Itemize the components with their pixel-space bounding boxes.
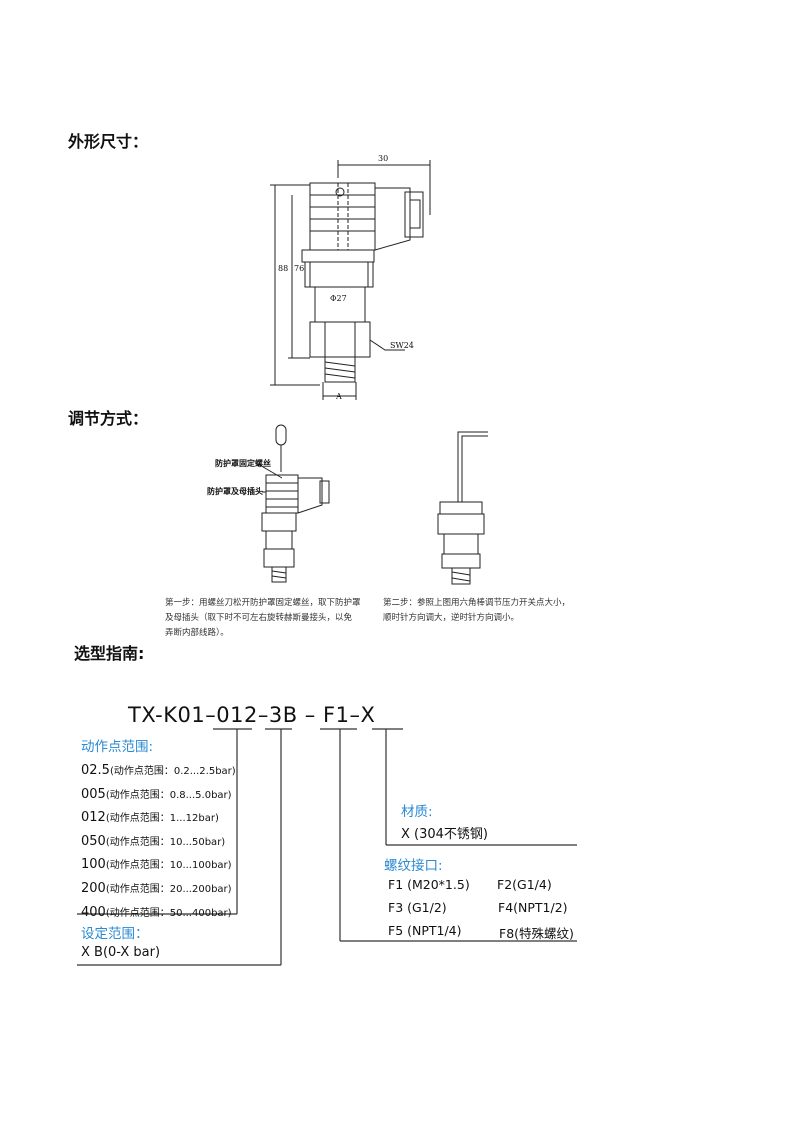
dim-height-body: 76	[294, 264, 305, 273]
step2-line: 第二步：参照上图用六角棒调节压力开关点大小，	[383, 598, 571, 608]
range-list: 02.5(动作点范围：0.2...2.5bar) 005(动作点范围：0.8..…	[81, 760, 236, 925]
range-item: 050(动作点范围：10...50bar)	[81, 833, 226, 849]
dim-hex: SW24	[390, 341, 414, 350]
label-cover-plug: 防护罩及母插头	[207, 487, 263, 496]
section-title-dimensions: 外形尺寸：	[68, 132, 149, 151]
dim-height-total: 88	[278, 264, 289, 273]
thread-option: F8(特殊螺纹)	[499, 926, 574, 941]
step1-line: 弄断内部线路）。	[165, 628, 229, 638]
range-item: 200(动作点范围：20...200bar)	[81, 880, 232, 896]
dim-thread: A	[336, 392, 342, 401]
step1-text: 第一步：用螺丝刀松开防护罩固定螺丝，取下防护罩 及母插头（取下时不可左右旋转赫斯…	[165, 596, 361, 641]
thread-option: F5 (NPT1/4)	[388, 923, 462, 938]
section-title-adjustment: 调节方式：	[68, 409, 149, 428]
thread-option: F4(NPT1/2)	[498, 900, 568, 915]
step1-line: 第一步：用螺丝刀松开防护罩固定螺丝，取下防护罩	[165, 598, 361, 608]
step2-text: 第二步：参照上图用六角棒调节压力开关点大小， 顺时针方向调大，逆时针方向调小。	[383, 596, 570, 626]
thread-option: F3 (G1/2)	[388, 900, 447, 915]
range-item: 100(动作点范围：10...100bar)	[81, 857, 232, 873]
material-title: 材质:	[401, 804, 433, 820]
thread-option: F1 (M20*1.5)	[388, 877, 470, 892]
dim-diameter: Φ27	[330, 294, 347, 303]
set-range-title: 设定范围：	[81, 926, 149, 942]
label-cover-screw: 防护罩固定螺丝	[215, 459, 271, 468]
set-range-value: X B(0-X bar)	[81, 945, 161, 960]
range-title: 动作点范围:	[81, 739, 154, 755]
code-range: 012	[216, 703, 258, 727]
range-item: 02.5(动作点范围：0.2...2.5bar)	[81, 763, 236, 778]
range-item: 400(动作点范围：50...400bar)	[81, 904, 232, 920]
step2-line: 顺时针方向调大，逆时针方向调小。	[383, 613, 520, 623]
dim-width: 30	[378, 154, 389, 163]
section-title-selection: 选型指南:	[74, 644, 145, 663]
thread-title: 螺纹接口:	[384, 858, 443, 874]
model-code: TX-K01–012–3B – F1–X	[128, 703, 376, 727]
code-thread: F1	[322, 703, 350, 727]
range-item: 005(动作点范围：0.8...5.0bar)	[81, 786, 232, 802]
code-prefix: TX-K01	[128, 703, 206, 727]
step1-line: 及母插头（取下时不可左右旋转赫斯曼接头，以免	[165, 613, 353, 623]
range-item: 012(动作点范围：1...12bar)	[81, 810, 219, 826]
code-material: X	[360, 703, 376, 727]
code-set: 3B	[268, 703, 298, 727]
thread-option: F2(G1/4)	[497, 877, 552, 892]
material-value: X (304不锈钢)	[401, 827, 488, 842]
